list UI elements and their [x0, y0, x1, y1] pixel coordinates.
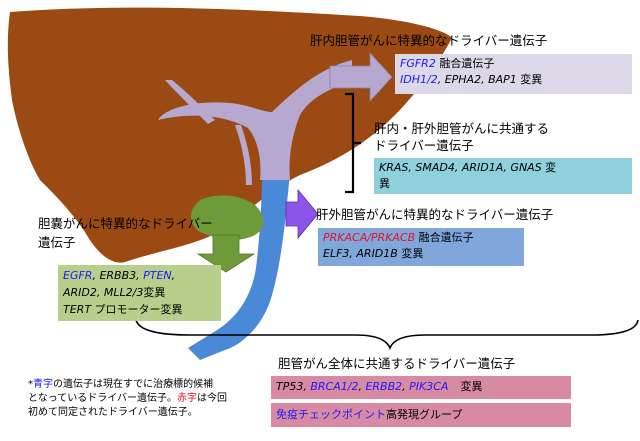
gallbladder — [190, 195, 264, 240]
all-biliary-gene-box: TP53, BRCA1/2, ERBB2, PIK3CA 変異 — [271, 376, 571, 399]
gene-pik3ca: PIK3CA — [409, 380, 449, 393]
gene-fgfr2: FGFR2 — [400, 57, 436, 70]
footnote-line3: 初めて同定されたドライバー遺伝子。 — [28, 407, 198, 418]
immune-checkpoint-label: 免疫チェックポイント — [276, 408, 386, 421]
mutation-label-wrap: 異 — [379, 177, 390, 190]
footnote-line1: の遺伝子は現在すでに治療標的候補 — [53, 379, 214, 390]
high-expression-group-label: 高発現グループ — [386, 408, 463, 421]
immune-checkpoint-box: 免疫チェックポイント高発現グループ — [271, 403, 571, 427]
common-genes: KRAS, SMAD4, ARID1A, GNAS — [379, 161, 542, 174]
gene-tert: TERT — [63, 303, 92, 316]
gene-brca12: BRCA1/2 — [310, 380, 359, 393]
footnote-star: * — [28, 379, 33, 390]
gene-prkaca: PRKACA/PRKACB — [323, 231, 416, 244]
all-biliary-title: 胆管がん全体に共通するドライバー遺伝子 — [278, 356, 516, 371]
intrahepatic-title: 肝内胆管がんに特異的なドライバー遺伝子 — [310, 33, 548, 48]
promoter-mutation-label: プロモーター変異 — [91, 303, 183, 316]
mutation-label: 変異 — [520, 73, 543, 86]
common-bracket — [345, 92, 361, 194]
separator: , — [358, 380, 366, 393]
fusion-label: 融合遺伝子 — [435, 57, 495, 70]
mutation-label: 変異 — [397, 247, 424, 260]
gallbladder-title-line2: 遺伝子 — [38, 235, 76, 250]
gene-pten: PTEN — [143, 269, 172, 282]
common-title-line1: 肝内・肝外胆管がんに共通する — [374, 121, 550, 136]
all-biliary-bracket — [135, 319, 639, 351]
extrahepatic-genes: ELF3, ARID1B — [323, 247, 398, 260]
footnote-line2a: となっているドライバー遺伝子。 — [28, 393, 177, 404]
footnote: *青字の遺伝子は現在すでに治療標的候補 となっているドライバー遺伝子。赤字は今回… — [28, 378, 227, 420]
separator: , — [171, 269, 176, 282]
intrahepatic-gene-box: FGFR2 融合遺伝子 IDH1/2, EPHA2, BAP1 変異 — [395, 54, 632, 94]
mutation-label: 変異 — [460, 380, 483, 393]
intrahepatic-bile-duct-main — [158, 60, 352, 180]
gene-egfr: EGFR — [63, 269, 93, 282]
extrahepatic-bile-duct — [188, 170, 290, 360]
gallbladder-genes: ARID2, MLL2/3 — [63, 286, 144, 299]
gene-idh12: IDH1/2 — [400, 73, 438, 86]
extrahepatic-gene-box: PRKACA/PRKACB 融合遺伝子 ELF3, ARID1B 変異 — [318, 228, 524, 266]
mutation-label: 変異 — [143, 286, 166, 299]
intrahepatic-arrow — [329, 51, 393, 103]
intrahepatic-bile-duct-branch — [165, 80, 215, 124]
gene-erbb3: , ERBB3, — [92, 269, 144, 282]
mutation-label: 変 — [541, 161, 557, 174]
gallbladder-title-line1: 胆嚢がんに特異的なドライバー — [38, 216, 213, 231]
extrahepatic-arrow — [285, 188, 319, 240]
separator: , — [303, 380, 311, 393]
separator: , — [402, 380, 410, 393]
gallbladder-gene-box: EGFR, ERBB3, PTEN, ARID2, MLL2/3変異 TERT … — [58, 265, 221, 321]
footnote-blue-word: 青字 — [33, 379, 53, 390]
common-title-line2: ドライバー遺伝子 — [374, 138, 474, 153]
common-gene-box: KRAS, SMAD4, ARID1A, GNAS 変 異 — [374, 158, 632, 194]
footnote-line2b: は今回 — [197, 393, 227, 404]
intrahepatic-genes: , EPHA2, BAP1 — [437, 73, 521, 86]
intrahepatic-bile-duct-branch — [235, 125, 252, 185]
gene-tp53: TP53 — [276, 380, 304, 393]
extrahepatic-title: 肝外胆管がんに特異的なドライバー遺伝子 — [316, 207, 554, 222]
gene-erbb2: ERBB2 — [365, 380, 403, 393]
gallbladder-arrow — [196, 234, 256, 273]
fusion-label: 融合遺伝子 — [415, 231, 474, 244]
footnote-red-word: 赤字 — [177, 393, 197, 404]
